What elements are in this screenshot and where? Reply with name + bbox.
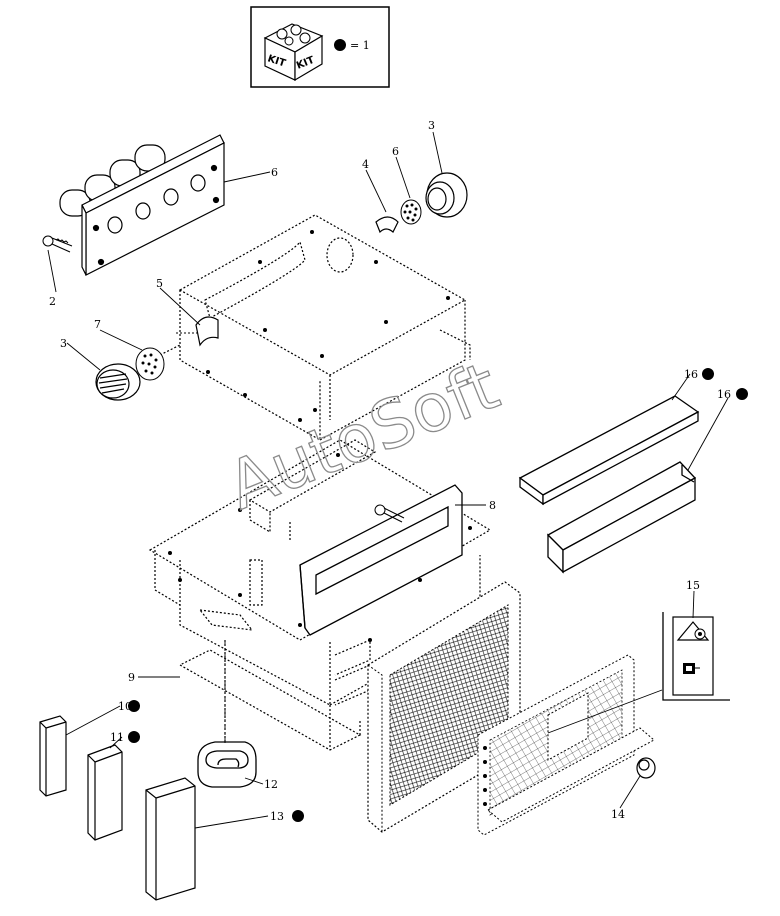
part-5-switch-panel xyxy=(59,134,225,276)
kit-legend: KIT KIT = 1 xyxy=(250,6,390,88)
part-9-pad xyxy=(39,715,67,797)
kit-box-icon: KIT KIT xyxy=(263,23,324,82)
callout-labels: 2 6 3 6 4 5 7 3 8 9 10 11 12 13 14 15 16… xyxy=(49,119,731,823)
callout-6-upper: 6 xyxy=(392,145,399,158)
callout-15: 16 xyxy=(684,368,698,381)
callout-3-lower: 3 xyxy=(60,337,67,350)
callout-3-upper: 3 xyxy=(428,119,435,132)
callout-14: 15 xyxy=(686,579,700,592)
callout-2: 2 xyxy=(49,295,56,308)
callout-9: 10 xyxy=(118,700,132,713)
part-11-grommet xyxy=(197,741,257,788)
kit-equals-text: = 1 xyxy=(350,39,370,52)
callout-11: 12 xyxy=(264,778,278,791)
filter-grille xyxy=(477,654,655,836)
upper-tray-holes xyxy=(206,230,450,422)
part-12-pad xyxy=(145,777,196,901)
part-4-clip-right xyxy=(375,216,399,234)
kit-bullets xyxy=(128,368,748,822)
part-15-strip xyxy=(518,395,700,506)
watermark-text: AutoSoft xyxy=(217,347,509,525)
callout-5: 6 xyxy=(271,166,278,179)
part-6-filter-right xyxy=(400,199,422,225)
leader-lines xyxy=(47,131,729,829)
callout-7: 8 xyxy=(489,499,496,512)
callout-13: 14 xyxy=(611,808,625,821)
callout-8: 9 xyxy=(128,671,135,684)
kit-bullet-15-icon xyxy=(702,368,714,380)
callout-16: 16 xyxy=(717,388,731,401)
callout-12: 13 xyxy=(270,810,284,823)
callout-4-upper: 4 xyxy=(362,158,369,171)
lower-housing-holes xyxy=(168,453,472,642)
part-2-screw xyxy=(42,235,73,253)
part-4-clip-left xyxy=(195,316,219,347)
part-3-vent-left xyxy=(95,363,141,401)
part-6-filter-left xyxy=(135,347,165,381)
part-14-decal xyxy=(662,612,730,701)
kit-bullet-10-icon xyxy=(128,731,140,743)
part-7-screw xyxy=(374,504,405,523)
upper-tray xyxy=(159,214,471,442)
callout-6-lower: 7 xyxy=(94,318,101,331)
callout-10: 11 xyxy=(110,731,124,744)
part-7-gasket-frame xyxy=(299,484,463,636)
callout-4-lower: 5 xyxy=(156,277,163,290)
part-3-vent-right xyxy=(425,172,468,218)
part-10-pad xyxy=(87,744,123,841)
kit-bullet-12-icon xyxy=(292,810,304,822)
kit-bullet-16-icon xyxy=(736,388,748,400)
kit-bullet-icon xyxy=(334,39,346,51)
part-16-strip xyxy=(546,461,697,574)
part-13-knob xyxy=(636,757,656,779)
kit-left-text: KIT xyxy=(266,53,287,69)
kit-bullet-9-icon xyxy=(128,700,140,712)
